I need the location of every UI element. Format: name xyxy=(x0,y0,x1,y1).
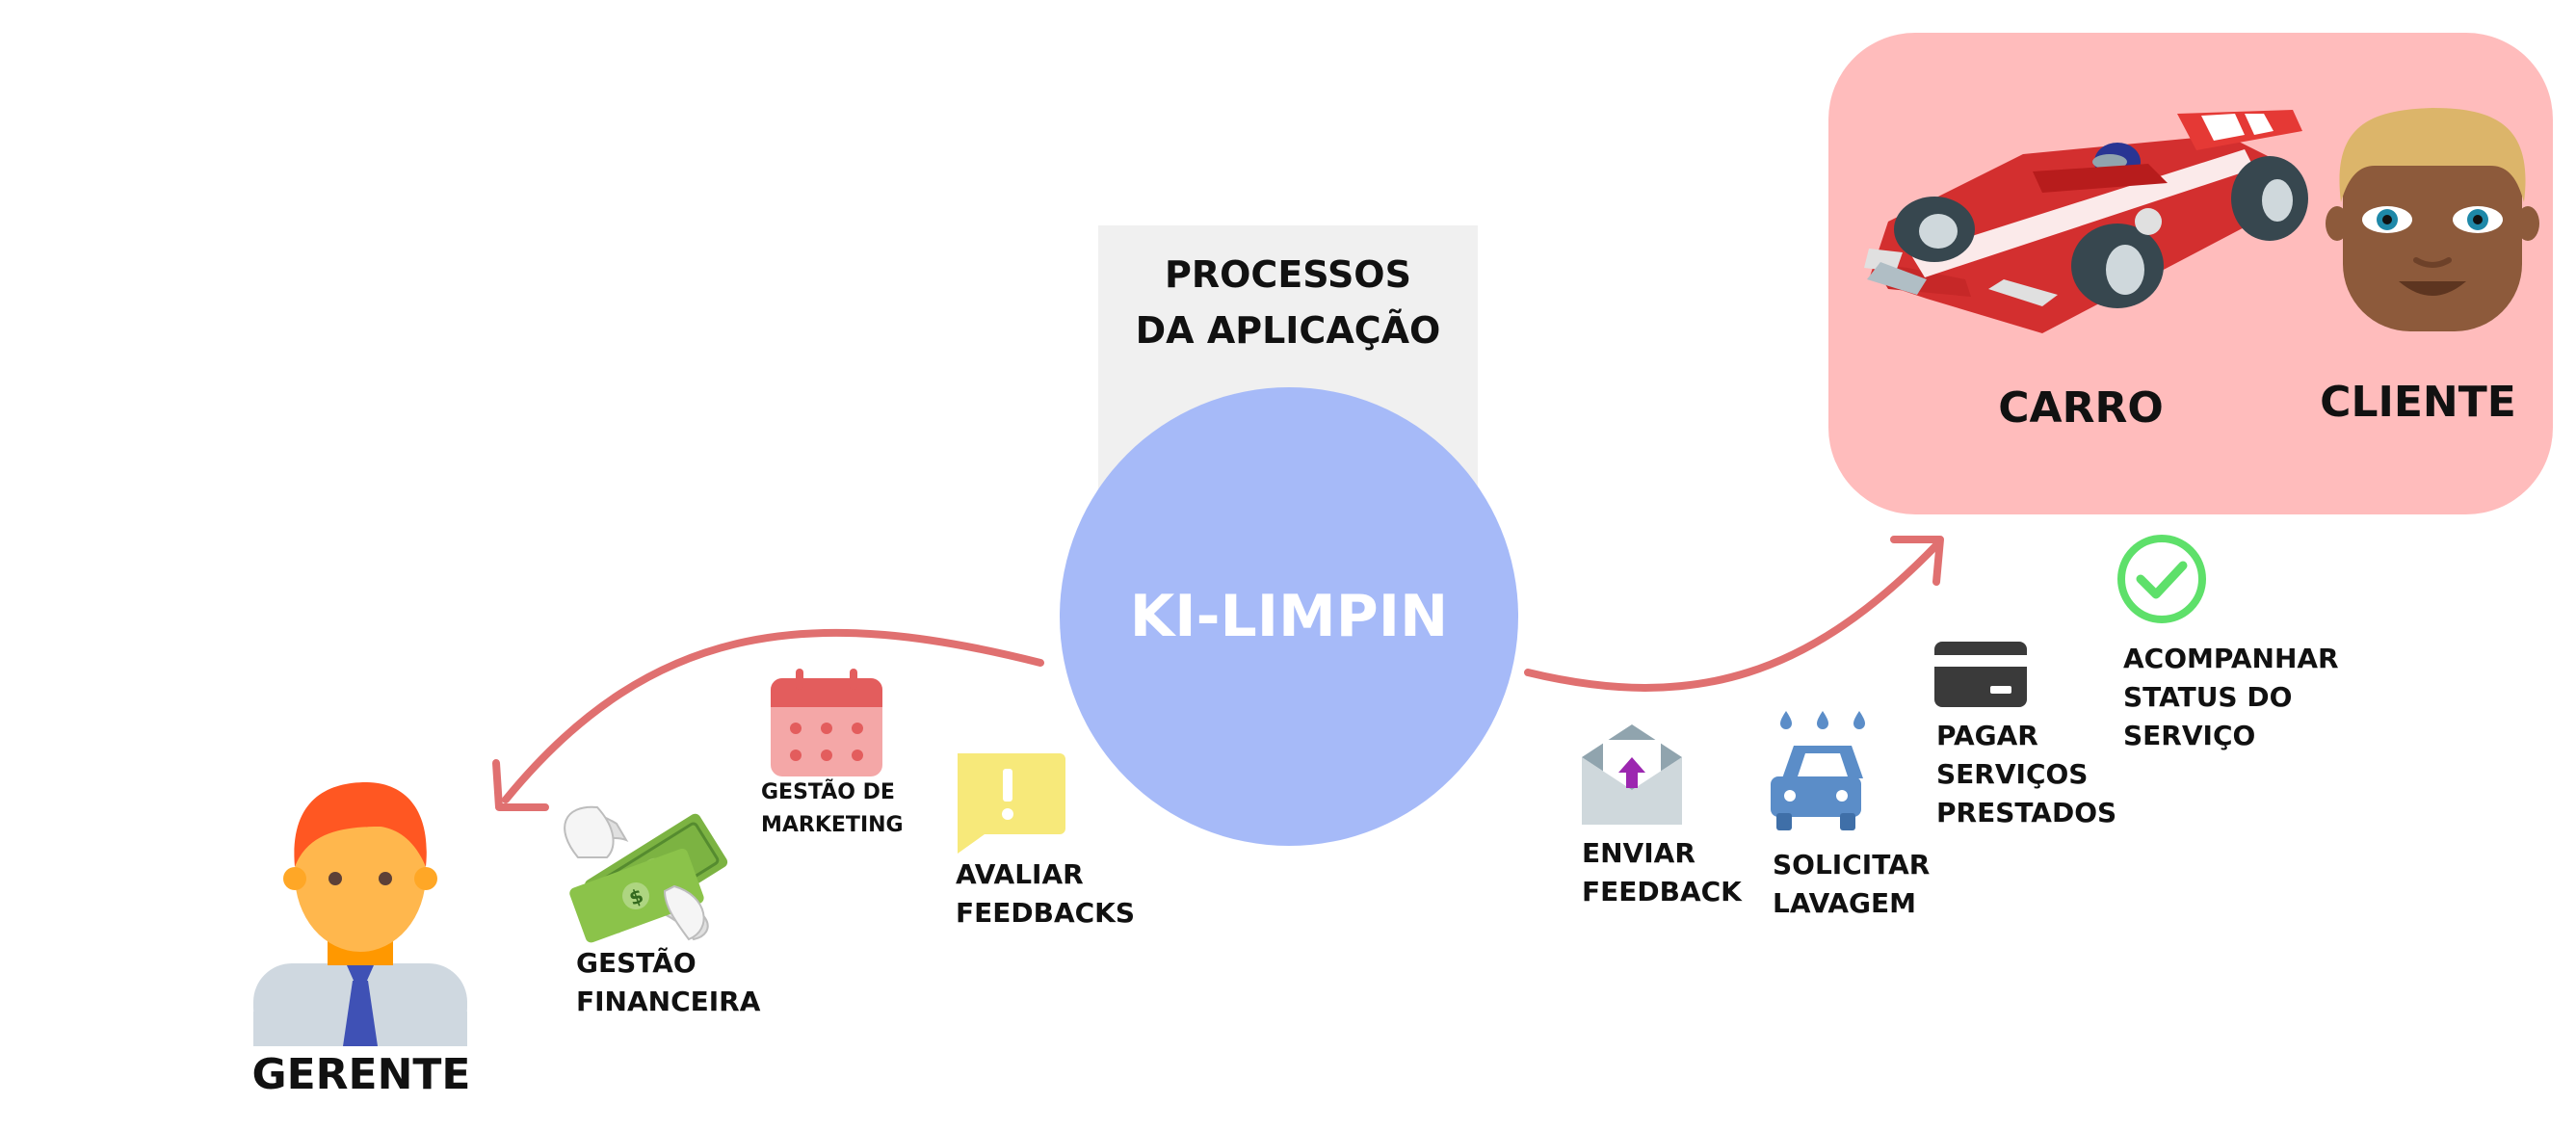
center-circle xyxy=(1060,387,1518,846)
process-title: PROCESSOS DA APLICAÇÃO xyxy=(1135,253,1441,352)
speech-bubble-exclamation-icon xyxy=(958,753,1065,854)
check-circle-icon xyxy=(2117,535,2206,623)
envelope-upload-icon xyxy=(1582,724,1682,825)
manager-label: GERENTE xyxy=(251,1050,471,1099)
money-wings-icon: $ $ xyxy=(564,805,728,943)
action-feedbacks-label: AVALIAR FEEDBACKS xyxy=(956,858,1136,929)
car-label: CARRO xyxy=(1998,383,2164,433)
action-pay-label: PAGAR SERVIÇOS PRESTADOS xyxy=(1936,720,2117,829)
credit-card-icon xyxy=(1934,642,2027,707)
client-label: CLIENTE xyxy=(2320,378,2516,427)
arrow-to-client xyxy=(1524,536,1944,692)
action-financial-label: GESTÃO FINANCEIRA xyxy=(576,947,761,1017)
action-status-label: ACOMPANHAR STATUS DO SERVIÇO xyxy=(2123,643,2339,751)
car-wash-icon xyxy=(1771,711,1865,830)
arrow-to-manager xyxy=(492,628,1044,811)
center-label: KI-LIMPIN xyxy=(1129,583,1449,650)
race-car-icon xyxy=(1864,110,2308,333)
action-send-feedback-label: ENVIAR FEEDBACK xyxy=(1582,837,1742,907)
action-marketing-label: GESTÃO DE MARKETING xyxy=(761,780,904,837)
manager-icon xyxy=(253,782,467,1046)
action-request-wash-label: SOLICITAR LAVAGEM xyxy=(1773,849,1931,919)
calendar-icon xyxy=(771,669,882,776)
client-face-icon xyxy=(2326,108,2539,331)
